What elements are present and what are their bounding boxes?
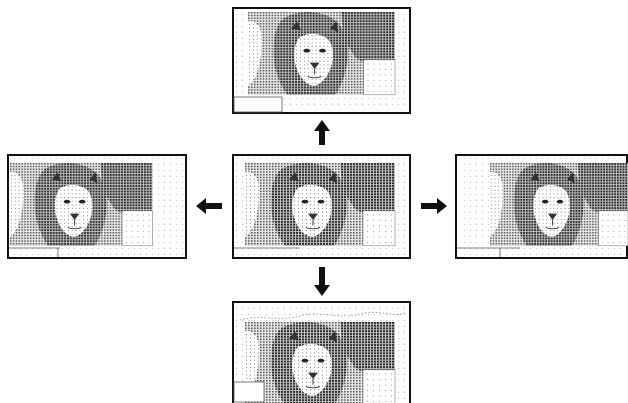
arrow-up [314, 120, 330, 145]
frame-down [232, 301, 411, 403]
frame-up [232, 7, 411, 114]
arrow-right [421, 198, 447, 214]
frame-center [232, 154, 411, 259]
arrow-down [314, 267, 330, 296]
frame-left [7, 154, 187, 259]
frame-right [455, 154, 628, 259]
arrow-left [196, 198, 222, 214]
